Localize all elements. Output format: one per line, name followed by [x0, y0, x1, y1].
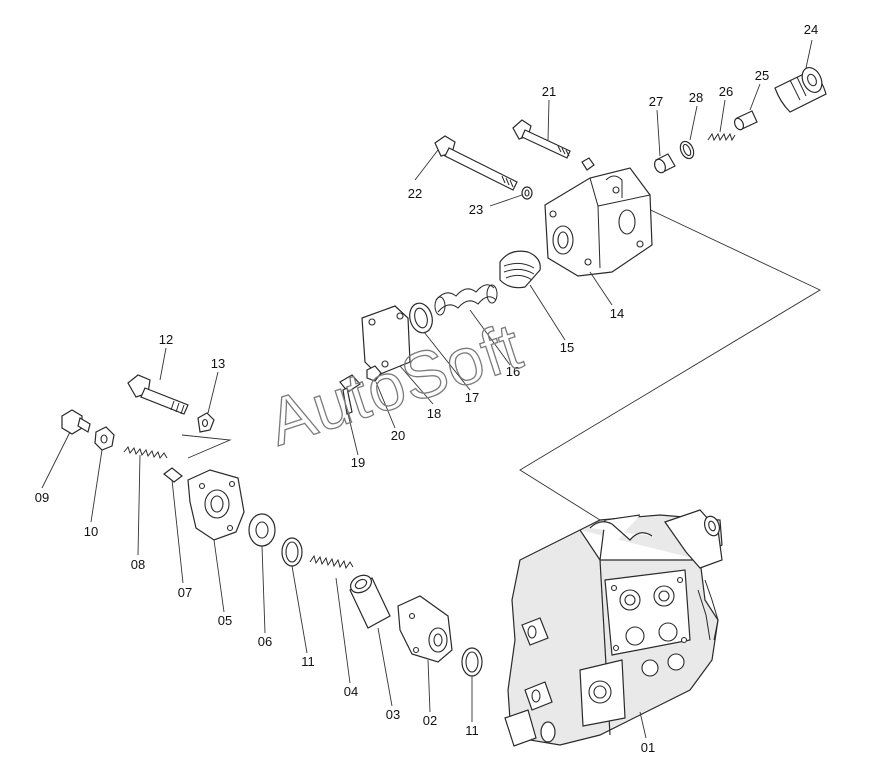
part-09-plug [61, 409, 91, 435]
part-21-bolt [512, 119, 571, 159]
part-11-oring-left [281, 537, 303, 567]
callout-18: 18 [427, 406, 441, 421]
part-05-housing [187, 469, 245, 541]
callout-16: 16 [506, 364, 520, 379]
part-16-spring [434, 284, 498, 316]
callout-labels: 24 25 26 28 27 21 22 23 14 15 16 17 18 2… [35, 22, 818, 755]
callout-06: 06 [258, 634, 272, 649]
callout-20: 20 [391, 428, 405, 443]
part-27-plug [653, 153, 676, 174]
part-03-sleeve [349, 574, 391, 629]
callout-23: 23 [469, 202, 483, 217]
part-04-spring [309, 554, 354, 570]
part-24-coupling [774, 67, 827, 113]
assembly-line-upper [519, 204, 821, 521]
part-21-nut [581, 157, 595, 171]
callout-09: 09 [35, 490, 49, 505]
callout-25: 25 [755, 68, 769, 83]
part-28-oring [679, 140, 695, 160]
part-18-cover-plate [361, 305, 411, 376]
callout-12: 12 [159, 332, 173, 347]
callout-19: 19 [351, 455, 365, 470]
callout-08: 08 [131, 557, 145, 572]
callout-11-right: 11 [465, 723, 479, 738]
part-12-bolt [127, 374, 189, 415]
callout-27: 27 [649, 94, 663, 109]
part-13-nut [197, 412, 215, 433]
part-01-main-block [504, 509, 723, 747]
callout-21: 21 [542, 84, 556, 99]
part-22-bolt [434, 135, 518, 191]
assembly-line-lower [181, 434, 232, 459]
part-07-poppet [163, 467, 183, 483]
part-20-nut [366, 365, 382, 382]
callout-15: 15 [560, 340, 574, 355]
callout-10: 10 [84, 524, 98, 539]
part-08-spring [123, 445, 168, 460]
part-02-cap [397, 595, 453, 663]
part-14-valve-body [544, 167, 653, 277]
part-23-washer [521, 186, 533, 200]
callout-02: 02 [423, 713, 437, 728]
part-11-oring-right [461, 647, 483, 677]
callout-24: 24 [804, 22, 818, 37]
callout-01: 01 [641, 740, 655, 755]
part-25-plug [733, 110, 758, 131]
callout-11-left: 11 [301, 654, 315, 669]
part-10-nut [94, 426, 115, 451]
part-19-screw [339, 374, 361, 415]
callout-07: 07 [178, 585, 192, 600]
callout-03: 03 [386, 707, 400, 722]
callout-05: 05 [218, 613, 232, 628]
callout-26: 26 [719, 84, 733, 99]
part-26-spring [707, 132, 736, 142]
part-06-washer [248, 513, 276, 547]
callout-22: 22 [408, 186, 422, 201]
part-15-spool [499, 250, 541, 289]
callout-17: 17 [465, 390, 479, 405]
callout-04: 04 [344, 684, 358, 699]
callout-14: 14 [610, 306, 624, 321]
leader-lines [41, 39, 813, 739]
callout-13: 13 [211, 356, 225, 371]
part-17-oring [409, 302, 433, 334]
callout-28: 28 [689, 90, 703, 105]
